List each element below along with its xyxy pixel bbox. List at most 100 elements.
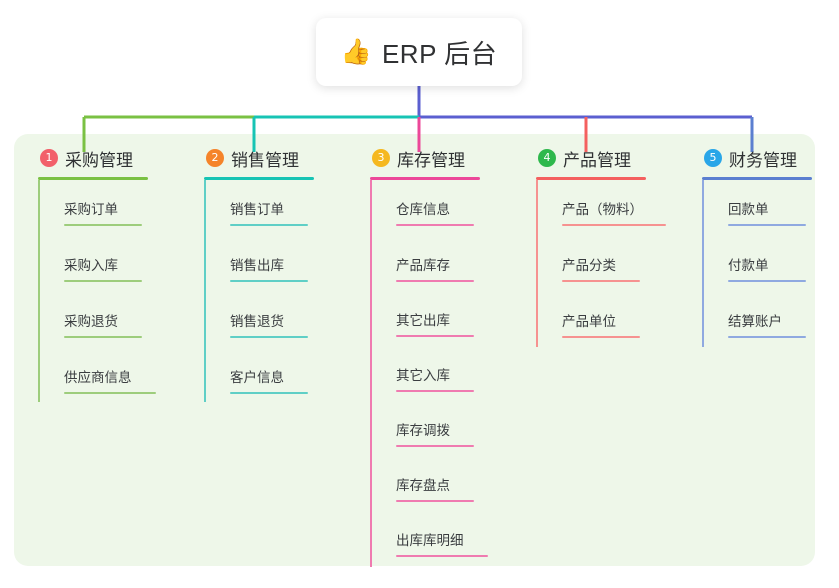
item-label: 库存盘点 bbox=[396, 478, 450, 493]
branch-column-1: 1 采购管理 采购订单 采购入库 采购退货 供应商信息 bbox=[38, 146, 188, 402]
item-label: 其它出库 bbox=[396, 313, 450, 328]
list-item[interactable]: 库存调拨 bbox=[384, 401, 520, 456]
item-label: 客户信息 bbox=[230, 370, 284, 385]
list-item[interactable]: 采购订单 bbox=[52, 180, 188, 236]
branch-number-badge-2: 2 bbox=[206, 149, 224, 167]
item-rule bbox=[396, 445, 474, 447]
branches-panel bbox=[14, 134, 815, 566]
item-rule bbox=[64, 280, 142, 282]
branch-items-4: 产品（物料） 产品分类 产品单位 bbox=[536, 180, 696, 347]
item-label: 结算账户 bbox=[728, 314, 782, 329]
item-label: 回款单 bbox=[728, 202, 769, 217]
item-rule bbox=[396, 280, 474, 282]
branch-header-4[interactable]: 4 产品管理 bbox=[536, 146, 696, 170]
list-item[interactable]: 产品（物料） bbox=[550, 180, 696, 236]
branch-spine-2 bbox=[204, 180, 206, 402]
item-rule bbox=[728, 336, 806, 338]
branch-spine-5 bbox=[702, 180, 704, 347]
list-item[interactable]: 采购退货 bbox=[52, 292, 188, 348]
branch-column-5: 5 财务管理 回款单 付款单 结算账户 bbox=[702, 146, 839, 347]
list-item[interactable]: 其它入库 bbox=[384, 346, 520, 401]
branch-header-3[interactable]: 3 库存管理 bbox=[370, 146, 520, 170]
list-item[interactable]: 销售出库 bbox=[218, 236, 354, 292]
item-label: 产品库存 bbox=[396, 258, 450, 273]
branch-title-5: 财务管理 bbox=[729, 150, 797, 170]
item-rule bbox=[396, 390, 474, 392]
item-label: 仓库信息 bbox=[396, 202, 450, 217]
branch-title-4: 产品管理 bbox=[563, 150, 631, 170]
item-rule bbox=[230, 280, 308, 282]
item-rule bbox=[562, 224, 666, 226]
branch-number-badge-4: 4 bbox=[538, 149, 556, 167]
list-item[interactable]: 回款单 bbox=[716, 180, 839, 236]
list-item[interactable]: 客户信息 bbox=[218, 348, 354, 402]
item-rule bbox=[396, 224, 474, 226]
branch-items-1: 采购订单 采购入库 采购退货 供应商信息 bbox=[38, 180, 188, 402]
item-label: 库存调拨 bbox=[396, 423, 450, 438]
branch-header-rule-4 bbox=[536, 177, 646, 180]
branch-title-3: 库存管理 bbox=[397, 150, 465, 170]
item-rule bbox=[64, 392, 156, 394]
branch-header-rule-5 bbox=[702, 177, 812, 180]
branch-column-4: 4 产品管理 产品（物料） 产品分类 产品单位 bbox=[536, 146, 696, 347]
list-item[interactable]: 销售退货 bbox=[218, 292, 354, 348]
branch-header-2[interactable]: 2 销售管理 bbox=[204, 146, 354, 170]
list-item[interactable]: 产品库存 bbox=[384, 236, 520, 291]
list-item[interactable]: 销售订单 bbox=[218, 180, 354, 236]
item-label: 产品（物料） bbox=[562, 202, 643, 217]
item-rule bbox=[396, 500, 474, 502]
branch-column-2: 2 销售管理 销售订单 销售出库 销售退货 客户信息 bbox=[204, 146, 354, 402]
branch-header-5[interactable]: 5 财务管理 bbox=[702, 146, 839, 170]
item-rule bbox=[230, 336, 308, 338]
item-label: 出库库明细 bbox=[396, 533, 464, 548]
item-rule bbox=[396, 335, 474, 337]
item-label: 销售退货 bbox=[230, 314, 284, 329]
branch-column-3: 3 库存管理 仓库信息 产品库存 其它出库 其它入库 库存调拨 bbox=[370, 146, 520, 567]
list-item[interactable]: 库存盘点 bbox=[384, 456, 520, 511]
list-item[interactable]: 产品单位 bbox=[550, 292, 696, 346]
item-label: 销售订单 bbox=[230, 202, 284, 217]
item-rule bbox=[64, 224, 142, 226]
list-item[interactable]: 产品分类 bbox=[550, 236, 696, 292]
item-rule bbox=[562, 336, 640, 338]
list-item[interactable]: 仓库信息 bbox=[384, 180, 520, 236]
branch-header-1[interactable]: 1 采购管理 bbox=[38, 146, 188, 170]
item-rule bbox=[396, 555, 488, 557]
root-node-title: ERP 后台 bbox=[381, 38, 498, 69]
branch-items-3: 仓库信息 产品库存 其它出库 其它入库 库存调拨 库存盘点 bbox=[370, 180, 520, 567]
item-rule bbox=[728, 224, 806, 226]
item-label: 供应商信息 bbox=[64, 370, 132, 385]
item-rule bbox=[728, 280, 806, 282]
item-rule bbox=[230, 392, 308, 394]
list-item[interactable]: 供应商信息 bbox=[52, 348, 188, 402]
branch-header-rule-2 bbox=[204, 177, 314, 180]
item-label: 采购订单 bbox=[64, 202, 118, 217]
root-node-card[interactable]: 👍 ERP 后台 bbox=[316, 18, 522, 86]
item-rule bbox=[230, 224, 308, 226]
list-item[interactable]: 采购入库 bbox=[52, 236, 188, 292]
branch-spine-4 bbox=[536, 180, 538, 347]
branch-items-2: 销售订单 销售出库 销售退货 客户信息 bbox=[204, 180, 354, 402]
list-item[interactable]: 付款单 bbox=[716, 236, 839, 292]
branch-title-1: 采购管理 bbox=[65, 150, 133, 170]
branch-header-rule-3 bbox=[370, 177, 480, 180]
item-label: 付款单 bbox=[728, 258, 769, 273]
item-label: 采购入库 bbox=[64, 258, 118, 273]
item-label: 产品单位 bbox=[562, 314, 616, 329]
item-label: 采购退货 bbox=[64, 314, 118, 329]
thumbs-up-icon: 👍 bbox=[340, 37, 372, 66]
branch-title-2: 销售管理 bbox=[231, 150, 299, 170]
branch-spine-1 bbox=[38, 180, 40, 402]
item-rule bbox=[64, 336, 142, 338]
list-item[interactable]: 出库库明细 bbox=[384, 511, 520, 565]
item-label: 其它入库 bbox=[396, 368, 450, 383]
list-item[interactable]: 结算账户 bbox=[716, 292, 839, 346]
branch-items-5: 回款单 付款单 结算账户 bbox=[702, 180, 839, 347]
list-item[interactable]: 其它出库 bbox=[384, 291, 520, 346]
item-rule bbox=[562, 280, 640, 282]
item-label: 产品分类 bbox=[562, 258, 616, 273]
branch-number-badge-1: 1 bbox=[40, 149, 58, 167]
branch-spine-3 bbox=[370, 180, 372, 567]
item-label: 销售出库 bbox=[230, 258, 284, 273]
